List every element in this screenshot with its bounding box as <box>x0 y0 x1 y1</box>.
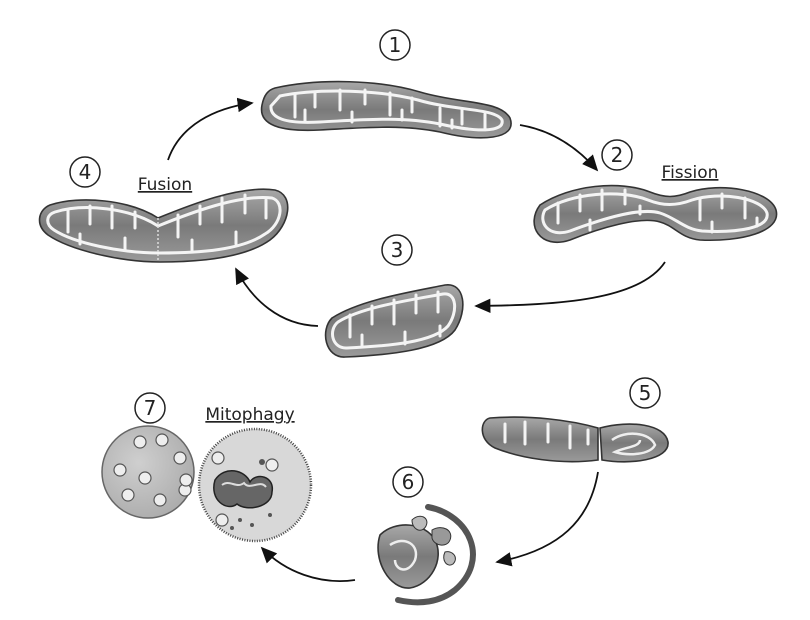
fission-label: Fission <box>662 163 719 183</box>
arrow-1-to-2 <box>519 124 599 172</box>
step-6-marker: 6 <box>392 466 424 498</box>
step-3-marker: 3 <box>381 234 413 266</box>
step-2-number: 2 <box>611 143 624 167</box>
step-3-number: 3 <box>391 238 404 262</box>
mitochondrion-5-damaged <box>481 416 669 463</box>
mitochondrion-3 <box>324 284 464 358</box>
step-4-number: 4 <box>79 160 92 184</box>
arrow-2-to-3 <box>474 261 666 314</box>
step-5-marker: 5 <box>629 377 661 409</box>
step-7-number: 7 <box>144 396 157 420</box>
lysosome-enzymes <box>113 433 192 507</box>
mitochondrion-1 <box>260 80 512 139</box>
step-7-marker: 7 <box>134 392 166 424</box>
step-2-marker: 2 <box>601 139 633 171</box>
step-4-marker: 4 <box>69 156 101 188</box>
step-1-number: 1 <box>389 33 402 57</box>
step-5-number: 5 <box>639 381 652 405</box>
arrow-6-to-7 <box>260 546 356 582</box>
degraded-mitochondrion <box>213 470 273 509</box>
mitophagy-label: Mitophagy <box>205 405 294 425</box>
mitochondrion-2-fission <box>533 184 778 243</box>
autophagosome-formation <box>377 504 476 606</box>
fusion-label: Fusion <box>138 175 192 195</box>
step-6-number: 6 <box>402 470 415 494</box>
mitochondrion-4-fusion <box>38 188 289 263</box>
step-1-marker: 1 <box>379 29 411 61</box>
arrow-4-to-1 <box>167 97 254 161</box>
arrow-5-to-6 <box>495 471 599 567</box>
lysosome-fusion <box>101 425 313 543</box>
arrow-3-to-4 <box>235 267 319 327</box>
